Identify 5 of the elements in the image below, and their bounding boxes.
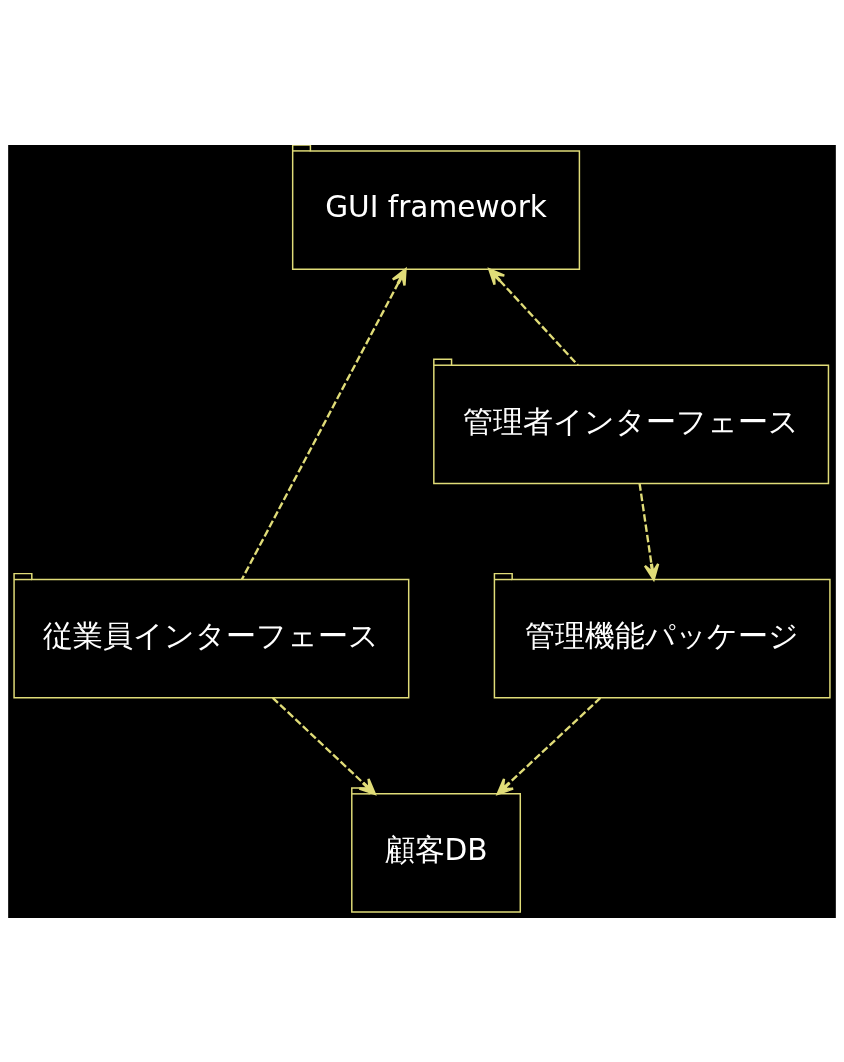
- arrow: [496, 696, 602, 795]
- arrow: [488, 267, 579, 366]
- arrow: [271, 696, 376, 795]
- arrow: [240, 267, 407, 580]
- arrow: [638, 482, 660, 581]
